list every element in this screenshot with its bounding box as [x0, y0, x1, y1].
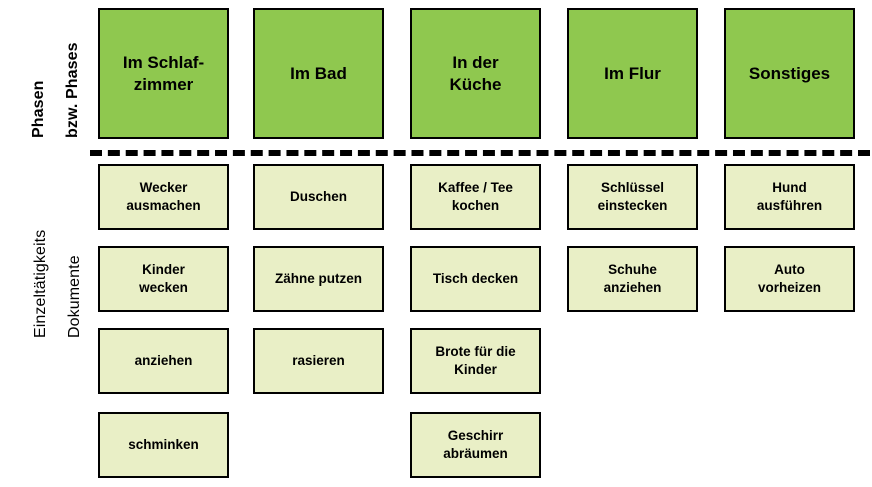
task-label: Duschen [289, 189, 347, 205]
task-box[interactable]: rasieren [253, 328, 384, 394]
phase-header-label: Im Bad [290, 63, 347, 83]
phase-header-box[interactable]: Im Flur [567, 8, 698, 139]
phase-header-label: Im Flur [604, 63, 661, 83]
axis-label-tasks-line2: Dokumente [66, 255, 83, 338]
phase-header-label: Im Schlaf-zimmer [122, 52, 205, 94]
task-box[interactable]: Duschen [253, 164, 384, 230]
task-label: schminken [128, 437, 199, 453]
task-box[interactable]: schminken [98, 412, 229, 478]
axis-label-tasks-line1: Einzeltätigkeits [32, 229, 49, 338]
phase-header-box[interactable]: Im Bad [253, 8, 384, 139]
phase-header-label: Sonstiges [748, 63, 831, 83]
axis-label-phases-line1: Phasen [30, 80, 47, 138]
axis-label-phases-line2: bzw. Phases [64, 42, 81, 138]
task-label: Tisch decken [432, 271, 519, 287]
task-label: anziehen [134, 353, 193, 369]
task-box[interactable]: Tisch decken [410, 246, 541, 312]
phase-header-box[interactable]: Sonstiges [724, 8, 855, 139]
task-label: rasieren [292, 353, 345, 369]
phase-task-divider [90, 150, 870, 156]
phase-header-box[interactable]: Im Schlaf-zimmer [98, 8, 229, 139]
task-label: Zähne putzen [275, 271, 362, 287]
task-box[interactable]: anziehen [98, 328, 229, 394]
task-box[interactable]: Zähne putzen [253, 246, 384, 312]
